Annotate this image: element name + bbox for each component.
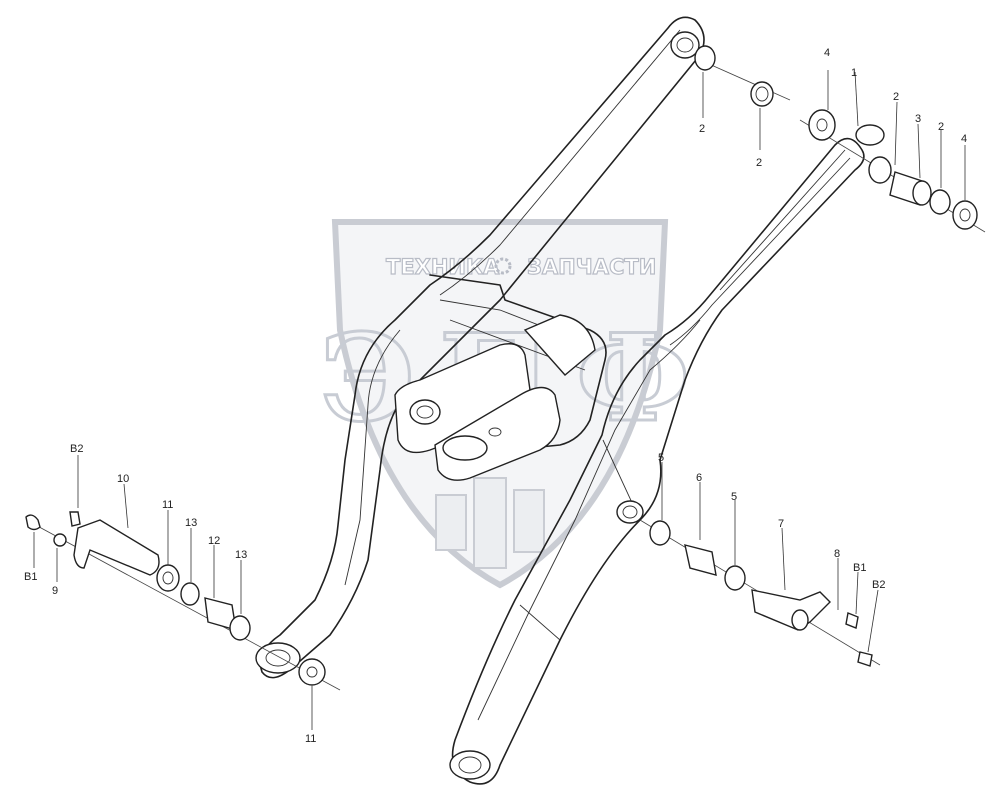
upper-right-hardware: [694, 45, 986, 233]
gear-icon: [494, 257, 512, 275]
callout-1: 1: [851, 67, 857, 79]
callout-10: 10: [117, 473, 129, 485]
right-boom-arm: [449, 124, 885, 785]
callout-b2a: В2: [70, 443, 83, 455]
callout-6: 6: [696, 472, 702, 484]
cross-beam: [394, 274, 607, 481]
callout-b1b: В1: [853, 562, 866, 574]
callout-13b: 13: [235, 549, 247, 561]
callout-5b: 5: [731, 491, 737, 503]
callout-3: 3: [915, 113, 921, 125]
callout-b1a: В1: [24, 571, 37, 583]
callout-4b: 4: [961, 133, 967, 145]
callout-9: 9: [52, 585, 58, 597]
callout-2c: 2: [893, 91, 899, 103]
watermark-bars: [435, 477, 545, 569]
callout-7: 7: [778, 518, 784, 530]
callout-5a: 5: [658, 452, 664, 464]
leader-lines: [33, 70, 966, 730]
callout-12: 12: [208, 535, 220, 547]
callout-8: 8: [834, 548, 840, 560]
callouts: 1 2 2 2 2 3 4 4 5 5 6 7 8 9 10 11 11 12 …: [24, 47, 967, 745]
callout-2b: 2: [756, 157, 762, 169]
callout-b2b: В2: [872, 579, 885, 591]
lower-right-hardware: [639, 519, 881, 667]
callout-2a: 2: [699, 123, 705, 135]
callout-13a: 13: [185, 517, 197, 529]
callout-2d: 2: [938, 121, 944, 133]
callout-11a: 11: [162, 499, 173, 511]
callout-11b: 11: [305, 733, 316, 745]
left-boom-arm: [255, 16, 705, 679]
callout-4a: 4: [824, 47, 830, 59]
lower-left-hardware: [25, 511, 341, 691]
watermark-text-right: ЗАПЧАСТИ: [527, 255, 656, 279]
